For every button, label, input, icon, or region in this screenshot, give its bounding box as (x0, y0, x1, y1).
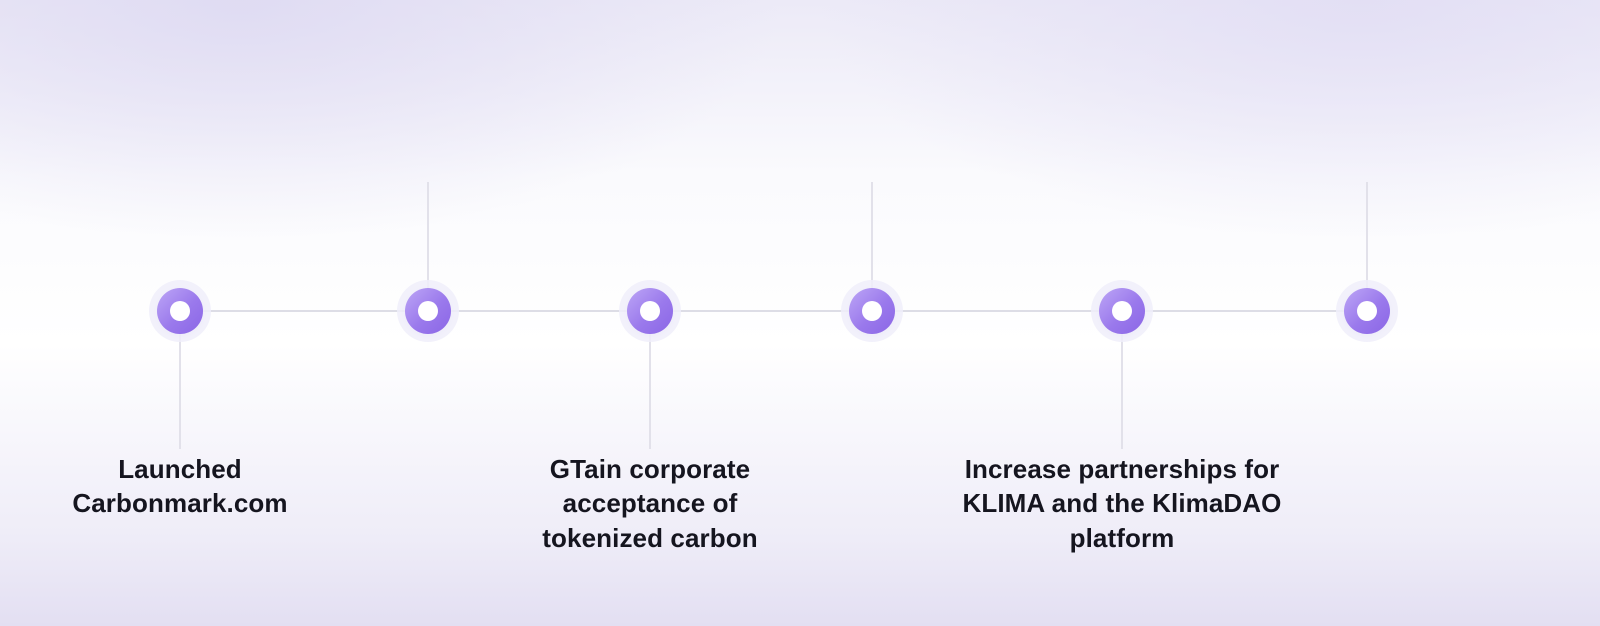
milestone-connector-line (649, 311, 651, 449)
milestone-label: GTain corporate acceptance of tokenized … (542, 454, 758, 553)
milestone-node-icon (1099, 288, 1145, 334)
timeline-axis-line (180, 310, 1367, 312)
milestone-node-icon (627, 288, 673, 334)
milestone-connector-line (1366, 182, 1368, 311)
milestone-node-icon (405, 288, 451, 334)
milestone-label: Launched Carbonmark.com (72, 454, 288, 519)
milestone-connector-line (1121, 311, 1123, 449)
milestone-node-icon (157, 288, 203, 334)
milestone-connector-line (179, 311, 181, 449)
milestone-connector-line (427, 182, 429, 311)
milestone-connector-line (871, 182, 873, 311)
milestone-node-icon (1344, 288, 1390, 334)
milestone-label: Increase partnerships for KLIMA and the … (962, 454, 1282, 553)
milestone-node-icon (849, 288, 895, 334)
